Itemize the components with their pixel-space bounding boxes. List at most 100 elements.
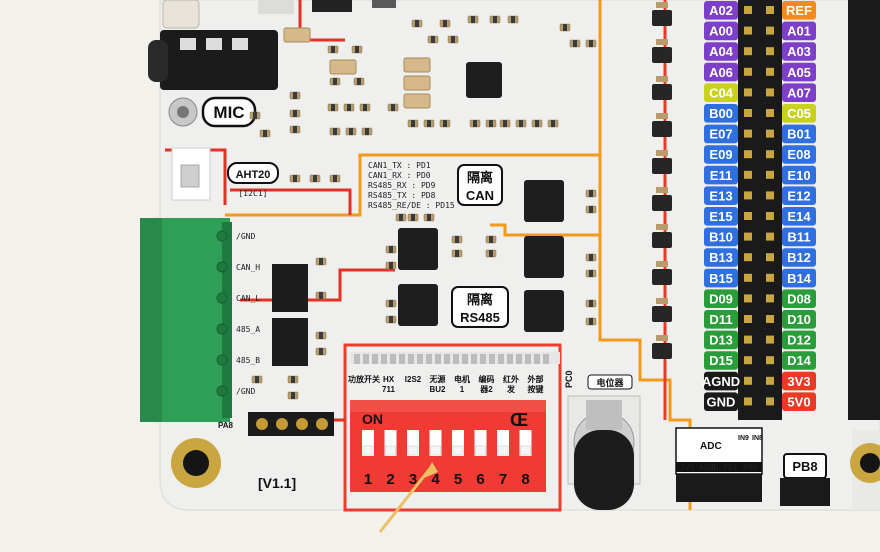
pin-label-agnd (704, 371, 738, 391)
dip-function-label: 功放开关 (348, 374, 380, 384)
pa-label: PA8 (218, 421, 234, 430)
pin-label-b15 (704, 268, 738, 288)
adc-pin-agnd: AGND (699, 463, 718, 472)
pin-text: A02 (709, 3, 733, 18)
pin-text: B13 (709, 250, 733, 265)
pin-label-b01 (782, 124, 816, 144)
pin-text: A00 (709, 24, 733, 39)
pin-text: E11 (710, 168, 732, 183)
pin-text: E15 (709, 209, 732, 224)
pin-text: D08 (787, 291, 811, 306)
pin-label-e08 (782, 145, 816, 164)
pin-text: A01 (787, 24, 811, 39)
pin-label-gnd (704, 392, 738, 411)
pin-text: E10 (787, 168, 810, 183)
pin-label-e13 (704, 186, 738, 205)
pin-text: D09 (709, 291, 733, 306)
pin-label-d10 (782, 310, 816, 329)
pin-text: C05 (787, 106, 811, 121)
pin-label-d12 (782, 330, 816, 350)
terminal-label: 485_B (236, 356, 260, 365)
pin-label-c04 (704, 83, 738, 102)
pin-label-b12 (782, 248, 816, 267)
pin-text: D14 (787, 353, 812, 368)
pin-text: E12 (787, 188, 810, 203)
pin-text: E09 (709, 147, 732, 162)
pin-label-d14 (782, 351, 816, 370)
pin-text: D11 (709, 312, 732, 327)
pin-text: B10 (709, 230, 733, 245)
terminal-block (140, 218, 232, 422)
pin-label-3v3 (782, 371, 816, 391)
pin-text: A07 (787, 85, 811, 100)
adc-in8: IN8 (752, 435, 763, 442)
dip-function-label: I2S2 (405, 375, 422, 384)
adc-pin-3v3: 3V3 (680, 463, 695, 472)
terminal-label: /GND (236, 387, 255, 396)
pin-label-d13 (704, 330, 738, 350)
pin-label-a04 (704, 42, 738, 61)
dip-number: 7 (499, 471, 507, 488)
pin-label-5v0 (782, 392, 816, 411)
pin-label-a06 (704, 62, 738, 82)
pinmap-line-2: CAN1_RX : PD0 (368, 171, 431, 180)
pin-text: E14 (787, 209, 811, 224)
pin-text: REF (786, 3, 812, 18)
pb8-label: PB8 (792, 459, 817, 474)
terminal-label: CAN_H (236, 263, 260, 272)
pin-label-d15 (704, 351, 738, 370)
pinmap-line-4: RS485_TX : PD8 (368, 191, 436, 200)
dip-number: 5 (454, 471, 462, 488)
pin-text: D13 (709, 333, 733, 348)
pin-text: B14 (787, 271, 812, 286)
pin-label-b10 (704, 227, 738, 247)
pin-label-e11 (704, 165, 738, 185)
isolation-can-label-cn: 隔离 (467, 170, 493, 185)
pin-text: E13 (709, 188, 732, 203)
pc0-label: PC0 (564, 370, 574, 388)
pin-label-a05 (782, 62, 816, 82)
pin-text: B15 (709, 271, 733, 286)
terminal-label: /GND (236, 232, 255, 241)
pin-labels: A02A00A04A06C04B00E07E09E11E13E15B10B13B… (702, 1, 816, 411)
pin-text: A04 (709, 44, 734, 59)
pin-label-a02 (704, 1, 738, 20)
dip-brand-glyph: Œ (510, 410, 528, 430)
pin-text: A03 (787, 44, 811, 59)
pin-label-e10 (782, 165, 816, 185)
pin-label-a00 (704, 21, 738, 41)
dip-number: 3 (409, 471, 417, 488)
audio-jack (148, 30, 278, 90)
pin-label-a01 (782, 21, 816, 41)
version-label: [V1.1] (258, 475, 296, 491)
can-label: CAN (466, 188, 494, 203)
pin-label-e14 (782, 207, 816, 226)
pin-label-a03 (782, 42, 816, 61)
pin-label-e09 (704, 145, 738, 164)
microphone: MIC (168, 96, 257, 128)
i2c-label: [I2C1] (239, 189, 268, 198)
pinmap-line-3: RS485_RX : PD9 (368, 181, 436, 190)
pot-label: 电位器 (596, 377, 624, 388)
pin-text: E08 (787, 147, 810, 162)
adc-pin-pb0: PB0 (743, 463, 758, 472)
pin-label-b00 (704, 104, 738, 123)
dip-function-label: 红外发 (503, 374, 519, 394)
pin-label-b14 (782, 268, 816, 288)
terminal-label: CAN_L (236, 294, 260, 303)
adc-in9: IN9 (738, 435, 749, 442)
pin-text: B11 (787, 230, 810, 245)
adc-pin-pb1: PB1 (723, 463, 738, 472)
pin-text: D15 (709, 353, 733, 368)
pin-text: A06 (709, 65, 733, 80)
adc-title: ADC (700, 441, 722, 452)
pin-text: E07 (709, 127, 732, 142)
passive-components (249, 2, 672, 400)
pin-text: B12 (787, 250, 811, 265)
dip-number: 6 (476, 471, 484, 488)
